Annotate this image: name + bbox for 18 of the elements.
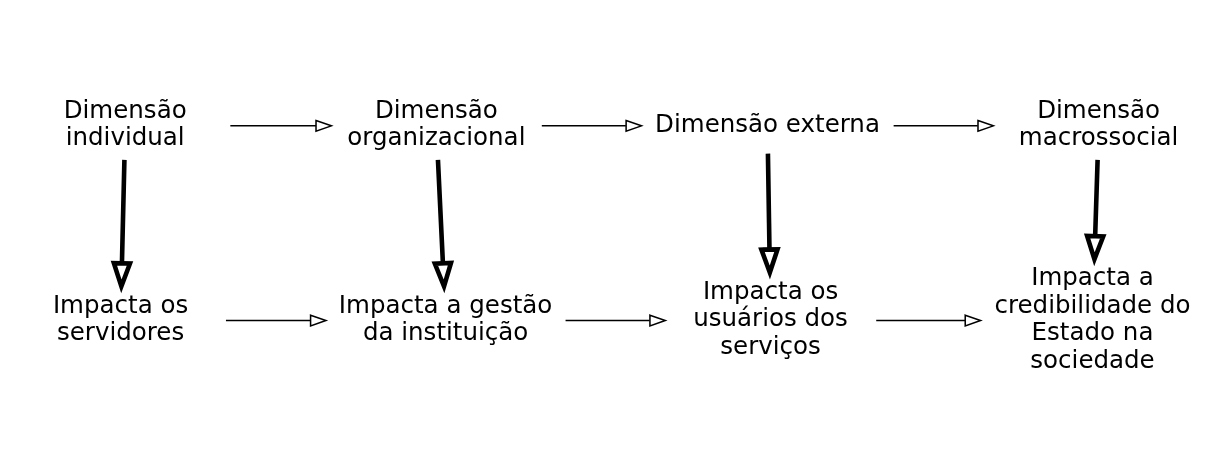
arrow (541, 118, 644, 132)
node-text: Impacta a gestão da instituição (338, 289, 553, 346)
arrow (225, 313, 329, 327)
node-text: Dimensão macrossocial (1018, 94, 1179, 151)
arrow (110, 159, 134, 293)
arrow (229, 118, 334, 132)
node-text: Impacta a credibilidade do Estado na sociedade (994, 261, 1191, 374)
node-text: Dimensão organizacional (347, 94, 526, 151)
node-text: Dimensão individual (63, 94, 187, 151)
arrow (892, 118, 996, 132)
arrow (875, 313, 983, 327)
arrow (431, 159, 455, 293)
node-text: Impacta os usuários dos serviços (693, 275, 848, 360)
arrow (758, 153, 781, 279)
node-text: Impacta os servidores (52, 289, 189, 346)
node-text: Dimensão externa (655, 108, 880, 138)
arrow (564, 313, 668, 327)
arrow (1083, 159, 1107, 266)
